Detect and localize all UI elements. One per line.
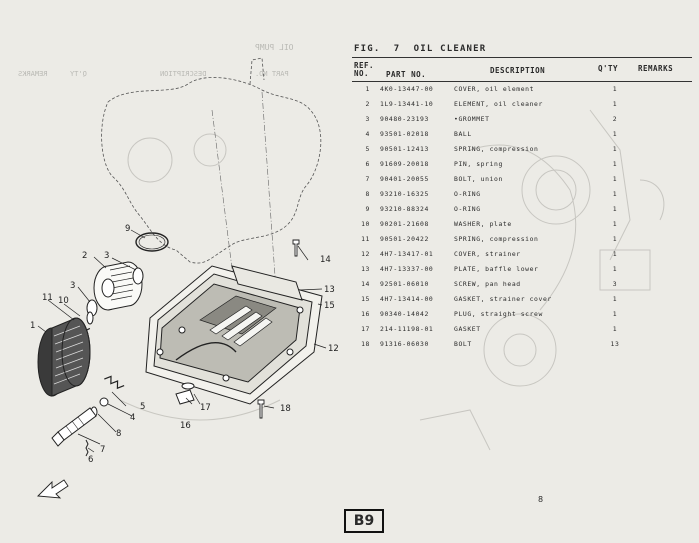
callout-7: 7 [100, 445, 105, 455]
strainer-cover-pan [145, 265, 323, 405]
callout-14: 14 [320, 255, 331, 265]
callout-18: 18 [280, 404, 291, 414]
plug-gasket [181, 382, 195, 390]
callout-4: 4 [130, 413, 135, 423]
header-rule [352, 81, 692, 82]
callout-17: 17 [200, 403, 211, 413]
callout-2: 2 [82, 251, 87, 261]
callout-5: 5 [140, 402, 145, 412]
section-code-box: B9 [344, 509, 384, 533]
grommet-a [132, 267, 144, 285]
union-bolt-7 [51, 407, 97, 447]
header-qty: Q'TY [598, 64, 619, 73]
callout-16: 16 [180, 421, 191, 431]
oil-element-cover [37, 317, 91, 397]
callout-1: 1 [30, 321, 35, 331]
baffle-plate [231, 265, 303, 301]
pan-head-screw [292, 239, 300, 257]
title-rule [352, 57, 692, 58]
header-ref-no: REF.NO. [354, 61, 375, 78]
callout-9: 9 [125, 224, 130, 234]
callout-13: 13 [324, 285, 335, 295]
callout-15: 15 [324, 301, 335, 311]
callout-labels: 9 2 3 3 10 11 1 5 4 8 7 6 14 13 15 12 16… [30, 224, 339, 465]
callout-8: 8 [116, 429, 121, 439]
callout-3a: 3 [104, 251, 109, 261]
drain-plug [175, 389, 195, 405]
callout-12: 12 [328, 344, 339, 354]
header-description: DESCRIPTION [490, 66, 546, 75]
callout-6: 6 [88, 455, 93, 465]
crankcase-outline [101, 77, 322, 264]
page-number: 8 [538, 495, 544, 504]
figure-title: FIG. 7 OIL CLEANER [354, 44, 487, 54]
callout-10: 10 [58, 296, 69, 306]
callout-3b: 3 [70, 281, 75, 291]
front-arrow-icon [37, 479, 69, 499]
o-ring-9 [135, 232, 169, 252]
header-remarks: REMARKS [638, 64, 674, 73]
spring-pin-6 [85, 439, 89, 457]
pan-bolt [257, 399, 265, 419]
ball-4 [99, 397, 109, 407]
callout-11: 11 [42, 293, 53, 303]
spring-5 [104, 375, 125, 390]
header-part-no: PART NO. [386, 70, 427, 79]
